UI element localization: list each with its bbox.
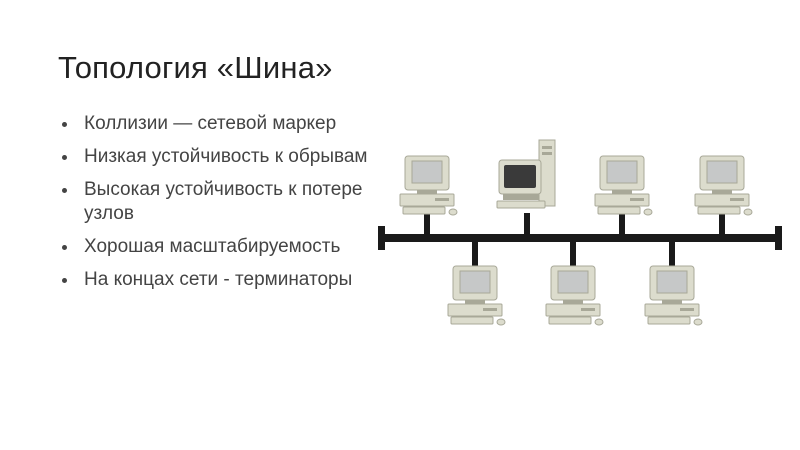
- monitor-screen: [504, 165, 536, 188]
- monitor-stand: [503, 194, 539, 200]
- drive-slot: [630, 198, 644, 201]
- workstation-icon: [399, 155, 458, 216]
- bus-drop-line: [619, 213, 625, 238]
- monitor-stand: [712, 190, 732, 194]
- bullet-dot-icon: [62, 245, 67, 250]
- bus-drop-line: [472, 238, 478, 266]
- drive-slot: [730, 198, 744, 201]
- mouse: [743, 208, 753, 216]
- terminator-right-icon: [775, 226, 782, 250]
- terminator-left-icon: [378, 226, 385, 250]
- monitor-screen: [706, 160, 738, 184]
- monitor-stand: [612, 190, 632, 194]
- monitor-screen: [557, 270, 589, 294]
- keyboard: [402, 206, 446, 215]
- monitor-screen: [459, 270, 491, 294]
- workstation-icon: [447, 265, 506, 326]
- drive-slot: [542, 152, 552, 155]
- drive-slot: [483, 308, 497, 311]
- mouse: [693, 318, 703, 326]
- server-icon: [496, 139, 556, 209]
- workstation-icon: [644, 265, 703, 326]
- bullet-dot-icon: [62, 278, 67, 283]
- drive-slot: [435, 198, 449, 201]
- bus-drop-line: [424, 213, 430, 238]
- monitor-stand: [563, 300, 583, 304]
- drive-slot: [581, 308, 595, 311]
- monitor-screen: [656, 270, 688, 294]
- workstation-icon: [594, 155, 653, 216]
- bullet-text: На концах сети - терминаторы: [84, 269, 353, 290]
- drive-slot: [542, 146, 552, 149]
- bullet-text: Хорошая масштабируемость: [84, 236, 341, 257]
- bullet-item: Хорошая масштабируемость: [60, 235, 370, 259]
- monitor-screen: [606, 160, 638, 184]
- bullet-item: Высокая устойчивость к потере узлов: [60, 178, 370, 226]
- bullet-text: Высокая устойчивость к потере узлов: [84, 179, 363, 224]
- bullet-text: Коллизии — сетевой маркер: [84, 113, 337, 134]
- mouse: [643, 208, 653, 216]
- monitor-stand: [662, 300, 682, 304]
- mouse: [496, 318, 506, 326]
- bullet-dot-icon: [62, 155, 67, 160]
- bullet-list: Коллизии — сетевой маркер Низкая устойчи…: [60, 112, 370, 301]
- slide-title: Топология «Шина»: [58, 50, 333, 85]
- keyboard: [647, 316, 691, 325]
- monitor-stand: [417, 190, 437, 194]
- keyboard: [597, 206, 641, 215]
- keyboard: [697, 206, 741, 215]
- system-unit: [545, 303, 601, 317]
- bullet-text: Низкая устойчивость к обрывам: [84, 146, 368, 167]
- workstation-icon: [694, 155, 753, 216]
- drive-slot: [680, 308, 694, 311]
- bullet-item: На концах сети - терминаторы: [60, 268, 370, 292]
- bus-drop-line: [719, 213, 725, 238]
- bullet-dot-icon: [62, 122, 67, 127]
- workstation-icon: [545, 265, 604, 326]
- bus-drop-line: [669, 238, 675, 266]
- system-unit: [399, 193, 455, 207]
- bus-line: [380, 234, 780, 242]
- bullet-item: Коллизии — сетевой маркер: [60, 112, 370, 136]
- mouse: [448, 208, 458, 216]
- bus-drop-line: [524, 213, 530, 238]
- mouse: [594, 318, 604, 326]
- keyboard: [450, 316, 494, 325]
- bus-drop-line: [570, 238, 576, 266]
- system-unit: [447, 303, 503, 317]
- bullet-item: Низкая устойчивость к обрывам: [60, 145, 370, 169]
- system-unit: [644, 303, 700, 317]
- system-unit: [694, 193, 750, 207]
- bus-topology-diagram: [378, 139, 782, 326]
- system-unit: [594, 193, 650, 207]
- monitor-screen: [411, 160, 443, 184]
- monitor-stand: [465, 300, 485, 304]
- keyboard: [496, 200, 546, 209]
- keyboard: [548, 316, 592, 325]
- bullet-dot-icon: [62, 188, 67, 193]
